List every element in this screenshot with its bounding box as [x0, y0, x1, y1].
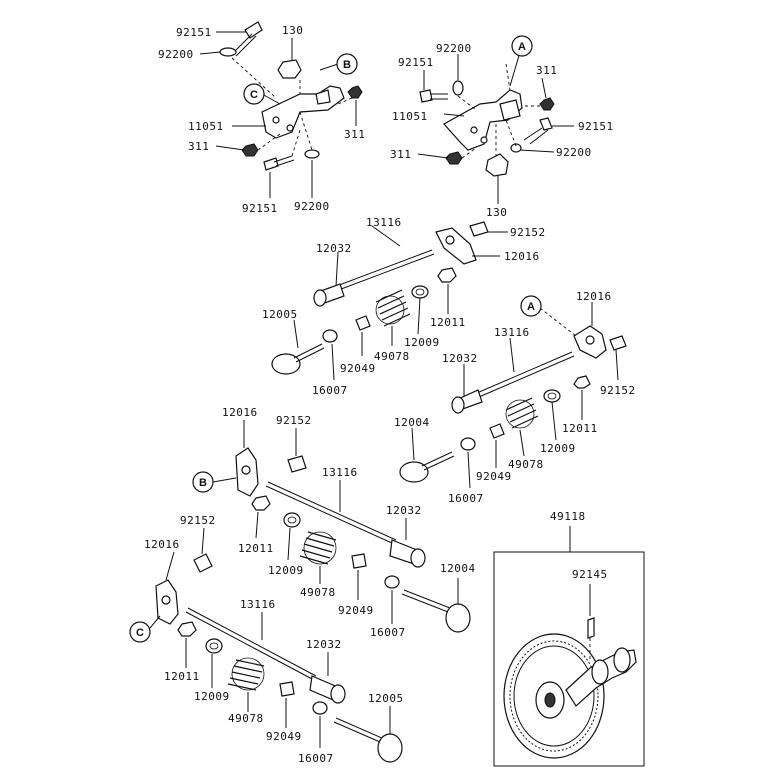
callout-a-top: [511, 35, 533, 57]
label-12032: 12032: [386, 504, 422, 517]
label-12032: 12032: [316, 242, 352, 255]
label-92200: 92200: [158, 48, 194, 61]
label-16007: 16007: [312, 384, 348, 397]
label-311: 311: [344, 128, 365, 141]
callout-b-top-text: B: [343, 59, 351, 71]
callout-a-mid-text: A: [527, 301, 535, 313]
callout-b-mid-text: B: [199, 477, 207, 489]
valve-assembly-4: [155, 527, 403, 763]
label-11051: 11051: [392, 110, 428, 123]
label-12005: 12005: [368, 692, 404, 705]
label-92145: 92145: [572, 568, 608, 581]
label-49078: 49078: [228, 712, 264, 725]
callout-b-top: [336, 53, 358, 75]
callout-c-low: [129, 621, 151, 643]
label-16007: 16007: [298, 752, 334, 765]
label-12009: 12009: [540, 442, 576, 455]
label-311: 311: [536, 64, 557, 77]
callout-c-top: [243, 83, 265, 105]
label-311: 311: [390, 148, 411, 161]
label-92049: 92049: [266, 730, 302, 743]
valve-assembly-1: [271, 221, 508, 381]
label-12016: 12016: [576, 290, 612, 303]
camshaft-box: [493, 526, 645, 767]
label-16007: 16007: [370, 626, 406, 639]
label-16007: 16007: [448, 492, 484, 505]
label-12009: 12009: [404, 336, 440, 349]
label-130: 130: [486, 206, 507, 219]
label-92151: 92151: [176, 26, 212, 39]
label-49118: 49118: [550, 510, 586, 523]
label-12032: 12032: [306, 638, 342, 651]
label-12016: 12016: [504, 250, 540, 263]
label-92200: 92200: [436, 42, 472, 55]
label-92152: 92152: [510, 226, 546, 239]
label-13116: 13116: [240, 598, 276, 611]
label-92151: 92151: [242, 202, 278, 215]
label-12011: 12011: [430, 316, 466, 329]
label-11051: 11051: [188, 120, 224, 133]
label-92152: 92152: [180, 514, 216, 527]
callout-a-mid: [520, 295, 542, 317]
callout-c-top-text: C: [250, 89, 258, 101]
label-12009: 12009: [194, 690, 230, 703]
callout-a-top-text: A: [518, 41, 526, 53]
label-12011: 12011: [562, 422, 598, 435]
camshaft-frame: [493, 551, 645, 767]
label-92152: 92152: [600, 384, 636, 397]
label-12009: 12009: [268, 564, 304, 577]
label-13116: 13116: [494, 326, 530, 339]
label-12016: 12016: [144, 538, 180, 551]
label-12005: 12005: [262, 308, 298, 321]
label-12011: 12011: [238, 542, 274, 555]
label-92152: 92152: [276, 414, 312, 427]
label-92200: 92200: [294, 200, 330, 213]
label-130: 130: [282, 24, 303, 37]
label-92151: 92151: [398, 56, 434, 69]
label-92049: 92049: [338, 604, 374, 617]
label-12011: 12011: [164, 670, 200, 683]
label-92049: 92049: [476, 470, 512, 483]
label-13116: 13116: [322, 466, 358, 479]
valve-assembly-2: [399, 302, 627, 489]
label-92151: 92151: [578, 120, 614, 133]
label-311: 311: [188, 140, 209, 153]
bracket-group-left: [199, 21, 363, 198]
part-labels: 92151 130 92200 11051 311 311 92151 9220…: [144, 24, 636, 765]
callouts: B C A A B C: [129, 35, 542, 643]
valve-assembly-3: [235, 420, 471, 633]
label-12016: 12016: [222, 406, 258, 419]
label-12032: 12032: [442, 352, 478, 365]
label-13116: 13116: [366, 216, 402, 229]
label-49078: 49078: [300, 586, 336, 599]
label-92200: 92200: [556, 146, 592, 159]
label-92049: 92049: [340, 362, 376, 375]
label-49078: 49078: [508, 458, 544, 471]
callout-c-low-text: C: [136, 627, 144, 639]
label-49078: 49078: [374, 350, 410, 363]
bracket-group-right: [417, 51, 574, 204]
label-12004: 12004: [394, 416, 430, 429]
label-12004: 12004: [440, 562, 476, 575]
